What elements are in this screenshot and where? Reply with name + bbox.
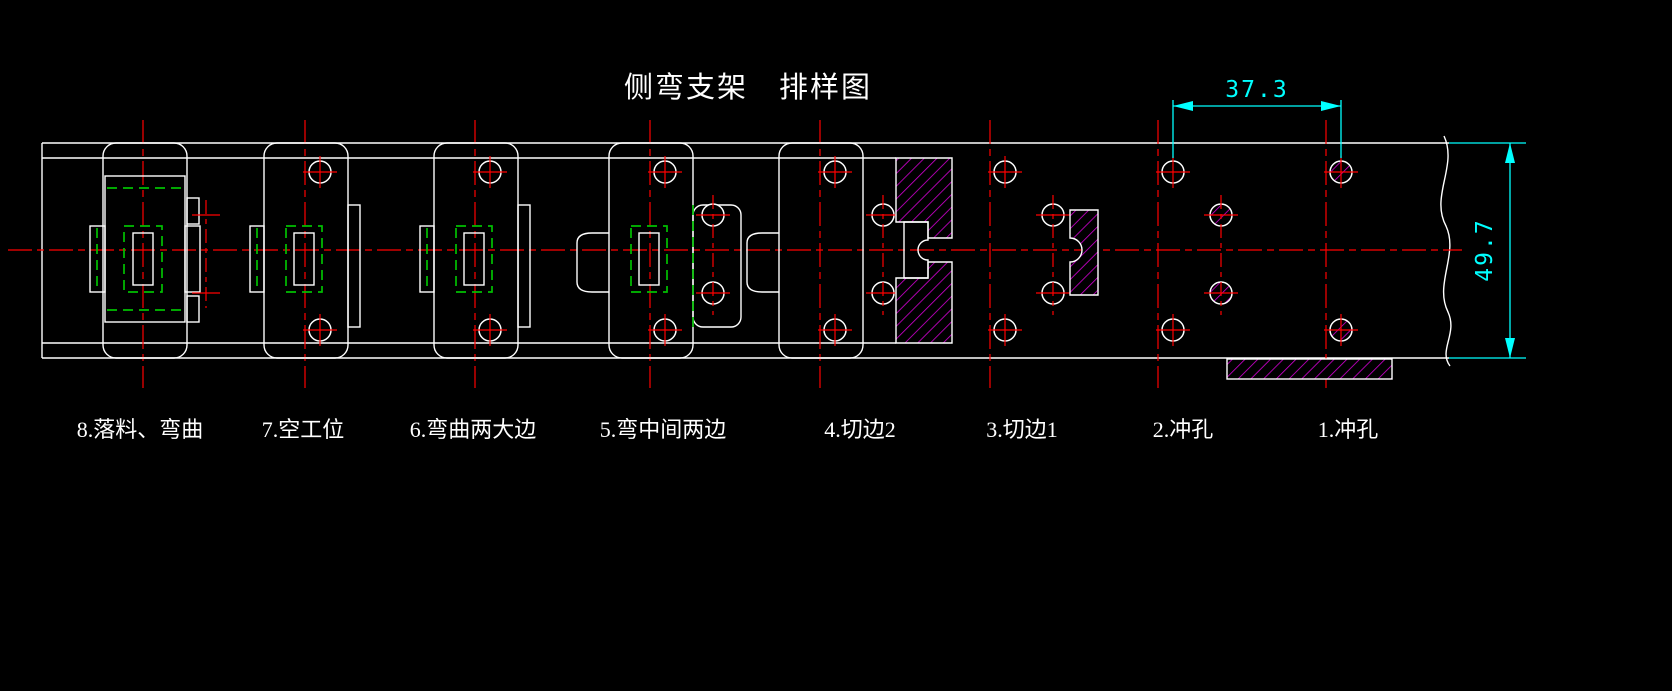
dim-width-value: 49.7 bbox=[1472, 218, 1498, 281]
station-4-trim-2 bbox=[746, 120, 953, 388]
station-8-blanking-bending bbox=[89, 120, 220, 388]
label-station-6: 6.弯曲两大边 bbox=[410, 417, 537, 442]
label-station-1: 1.冲孔 bbox=[1318, 417, 1379, 442]
station-1-pierce bbox=[1324, 120, 1358, 388]
label-station-4: 4.切边2 bbox=[824, 417, 896, 442]
trim-cut-slot bbox=[1069, 209, 1099, 296]
label-station-5: 5.弯中间两边 bbox=[600, 417, 727, 442]
station-5-bend-middle-sides bbox=[576, 120, 742, 388]
label-station-7: 7.空工位 bbox=[262, 417, 345, 442]
label-station-2: 2.冲孔 bbox=[1153, 417, 1214, 442]
station-6-bend-big-sides bbox=[419, 120, 531, 388]
station-3-trim-1 bbox=[988, 120, 1099, 388]
station-7-idle bbox=[249, 120, 361, 388]
station-labels: 8.落料、弯曲 7.空工位 6.弯曲两大边 5.弯中间两边 4.切边2 3.切边… bbox=[77, 417, 1379, 442]
break-line bbox=[1440, 135, 1452, 367]
dimension-hole-pitch: 37.3 bbox=[1172, 77, 1342, 158]
dimension-strip-width: 49.7 bbox=[1449, 142, 1526, 359]
station-2-pierce bbox=[1156, 120, 1238, 388]
stopper-block bbox=[1226, 358, 1393, 380]
label-station-8: 8.落料、弯曲 bbox=[77, 417, 204, 442]
label-station-3: 3.切边1 bbox=[986, 417, 1058, 442]
dim-pitch-value: 37.3 bbox=[1225, 77, 1288, 103]
drawing-title: 侧弯支架 排样图 bbox=[624, 71, 872, 104]
